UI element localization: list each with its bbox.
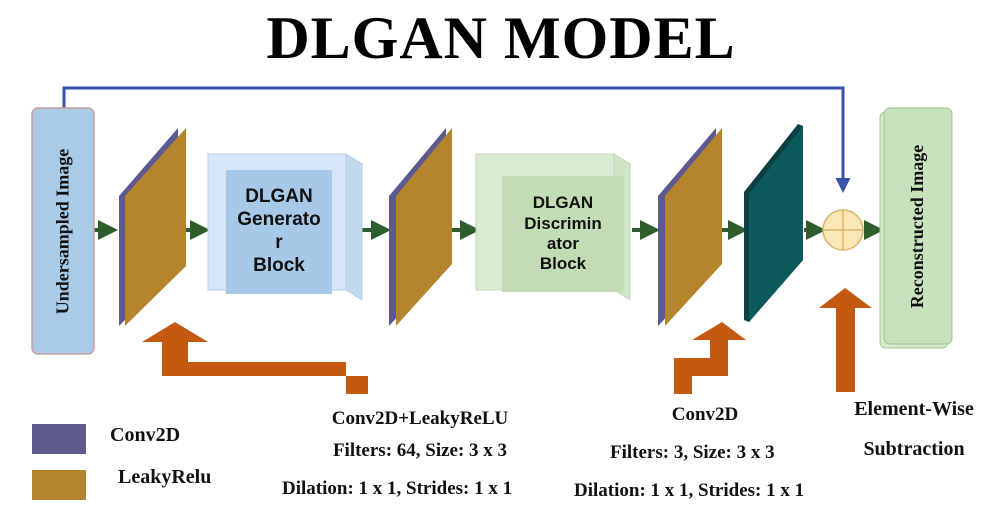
annotation-arrow-conv2d bbox=[674, 322, 746, 394]
generator-line-1: DLGAN bbox=[245, 186, 313, 208]
input-panel-label: Undersampled Image bbox=[52, 148, 73, 314]
output-panel-label: Reconstructed Image bbox=[907, 144, 928, 308]
legend-swatch-conv2d bbox=[32, 424, 86, 454]
discriminator-line-3: ator bbox=[546, 234, 580, 253]
conv2d-output-layer bbox=[744, 124, 803, 322]
input-panel-shape bbox=[31, 107, 95, 355]
conv-leaky-layer-1 bbox=[119, 128, 186, 326]
generator-line-4: Block bbox=[253, 254, 305, 276]
output-panel-shape bbox=[879, 107, 953, 349]
skip-connection-line bbox=[62, 86, 851, 193]
subtraction-label-line-1: Element-Wise bbox=[854, 398, 974, 420]
discriminator-line-1: DLGAN bbox=[532, 193, 594, 213]
generator-line-2: Generato bbox=[237, 209, 321, 231]
discriminator-block: DLGAN Discrimin ator Block bbox=[502, 176, 624, 292]
annotation-arrow-subtraction bbox=[819, 288, 872, 392]
output-panel: Reconstructed Image bbox=[884, 108, 952, 344]
conv-leaky-dilation: Dilation: 1 x 1, Strides: 1 x 1 bbox=[282, 478, 513, 499]
legend-label-conv2d: Conv2D bbox=[110, 424, 181, 446]
conv-leaky-filters: Filters: 64, Size: 3 x 3 bbox=[332, 440, 508, 461]
legend-swatch-leakyrelu bbox=[32, 470, 86, 500]
diagram-title: DLGAN MODEL bbox=[266, 5, 736, 71]
discriminator-line-4: Block bbox=[539, 254, 587, 274]
conv2d-dilation: Dilation: 1 x 1, Strides: 1 x 1 bbox=[574, 480, 805, 501]
legend-label-leakyrelu: LeakyRelu bbox=[118, 466, 212, 488]
discriminator-line-2: Discrimin bbox=[524, 213, 602, 233]
conv-leaky-layer-3 bbox=[658, 128, 722, 326]
generator-block-shape bbox=[206, 153, 364, 301]
generator-block: DLGAN Generato r Block bbox=[226, 170, 332, 294]
conv-leaky-layer-2 bbox=[389, 128, 452, 326]
subtraction-node bbox=[822, 209, 864, 251]
discriminator-block-shape bbox=[474, 153, 632, 301]
input-panel: Undersampled Image bbox=[32, 108, 94, 354]
subtraction-label-line-2: Subtraction bbox=[863, 438, 965, 460]
annotation-arrow-conv-leaky bbox=[142, 322, 368, 394]
conv2d-filters: Filters: 3, Size: 3 x 3 bbox=[610, 442, 775, 463]
generator-line-3: r bbox=[275, 232, 283, 253]
conv-leaky-heading: Conv2D+LeakyReLU bbox=[331, 408, 509, 429]
conv2d-heading: Conv2D bbox=[671, 404, 739, 425]
